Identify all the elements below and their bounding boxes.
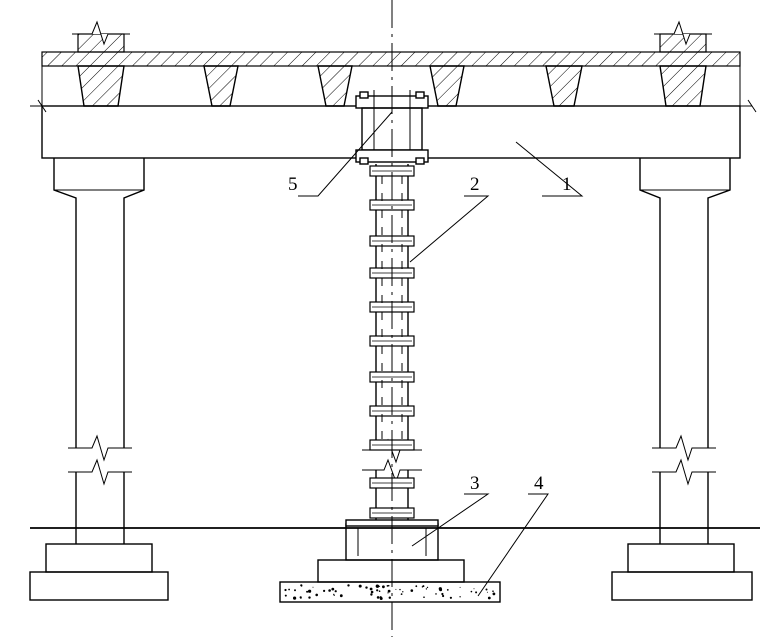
concrete-speckle [395, 588, 397, 590]
concrete-speckle [459, 596, 461, 598]
concrete-speckle [300, 585, 303, 587]
right-column [611, 158, 753, 601]
concrete-speckle [439, 588, 443, 592]
concrete-speckle [379, 597, 383, 600]
concrete-speckle [415, 585, 418, 588]
concrete-speckle [339, 594, 343, 598]
concrete-speckle [369, 587, 373, 591]
concrete-speckle [306, 590, 309, 593]
concrete-speckle [442, 594, 445, 598]
concrete-speckle [365, 586, 368, 589]
concrete-speckle [334, 590, 337, 593]
concrete-speckle [358, 584, 362, 588]
concrete-speckle [347, 584, 350, 587]
callout-1: 1 [562, 174, 572, 195]
concrete-speckle [400, 593, 403, 595]
concrete-speckle [410, 589, 414, 592]
concrete-speckle [370, 590, 374, 594]
concrete-speckle [485, 588, 488, 591]
left-column [29, 158, 169, 601]
concrete-speckle [446, 589, 449, 591]
foundation-pad [279, 581, 501, 603]
floor-slab [41, 20, 741, 107]
concrete-speckle [473, 588, 475, 590]
concrete-speckle [486, 591, 488, 593]
concrete-speckle [487, 596, 491, 600]
concrete-speckle [378, 590, 381, 592]
concrete-speckle [425, 588, 428, 590]
concrete-speckle [375, 584, 379, 588]
concrete-speckle [493, 593, 495, 595]
leader-lines [298, 111, 584, 597]
callout-5: 5 [288, 174, 298, 195]
concrete-speckle [449, 596, 452, 599]
concrete-speckle [492, 590, 494, 592]
concrete-speckle [331, 587, 335, 591]
concrete-speckle [288, 588, 290, 591]
concrete-speckle [333, 594, 335, 597]
concrete-speckle [386, 585, 389, 587]
concrete-speckle [421, 586, 424, 588]
concrete-speckle [402, 591, 404, 593]
concrete-speckle [387, 589, 391, 593]
concrete-speckle [378, 585, 381, 587]
support-break-bottom [362, 458, 422, 484]
concrete-speckle [382, 585, 385, 589]
concrete-speckle [370, 593, 373, 596]
concrete-speckle [284, 594, 287, 597]
concrete-speckle [328, 589, 331, 592]
column-top-left [72, 20, 130, 53]
concrete-speckle [376, 596, 380, 599]
concrete-speckle [459, 586, 461, 588]
concrete-speckle [388, 596, 391, 599]
concrete-speckle [470, 590, 473, 593]
concrete-speckle [315, 593, 319, 597]
concrete-speckle [312, 586, 314, 588]
slab-ribs [41, 52, 741, 107]
concrete-speckle [300, 597, 302, 599]
callout-3: 3 [470, 473, 480, 494]
concrete-speckle [399, 588, 401, 591]
concrete-speckle [294, 589, 296, 592]
concrete-speckle [376, 589, 379, 592]
concrete-speckle [308, 596, 311, 599]
concrete-speckle [308, 589, 312, 593]
base-plate [317, 519, 465, 583]
concrete-speckle [423, 596, 425, 598]
concrete-speckle [293, 596, 297, 600]
callout-4: 4 [534, 473, 544, 494]
concrete-speckle [475, 591, 478, 594]
callout-2: 2 [470, 174, 480, 195]
concrete-speckle [323, 589, 326, 593]
concrete-speckle [284, 588, 287, 592]
concrete-speckle [435, 593, 437, 595]
concrete-speckle [333, 593, 335, 596]
column-top-right [654, 20, 712, 53]
concrete-speckle [387, 592, 389, 594]
concrete-speckle [426, 586, 429, 589]
concrete-speckle [441, 592, 444, 596]
